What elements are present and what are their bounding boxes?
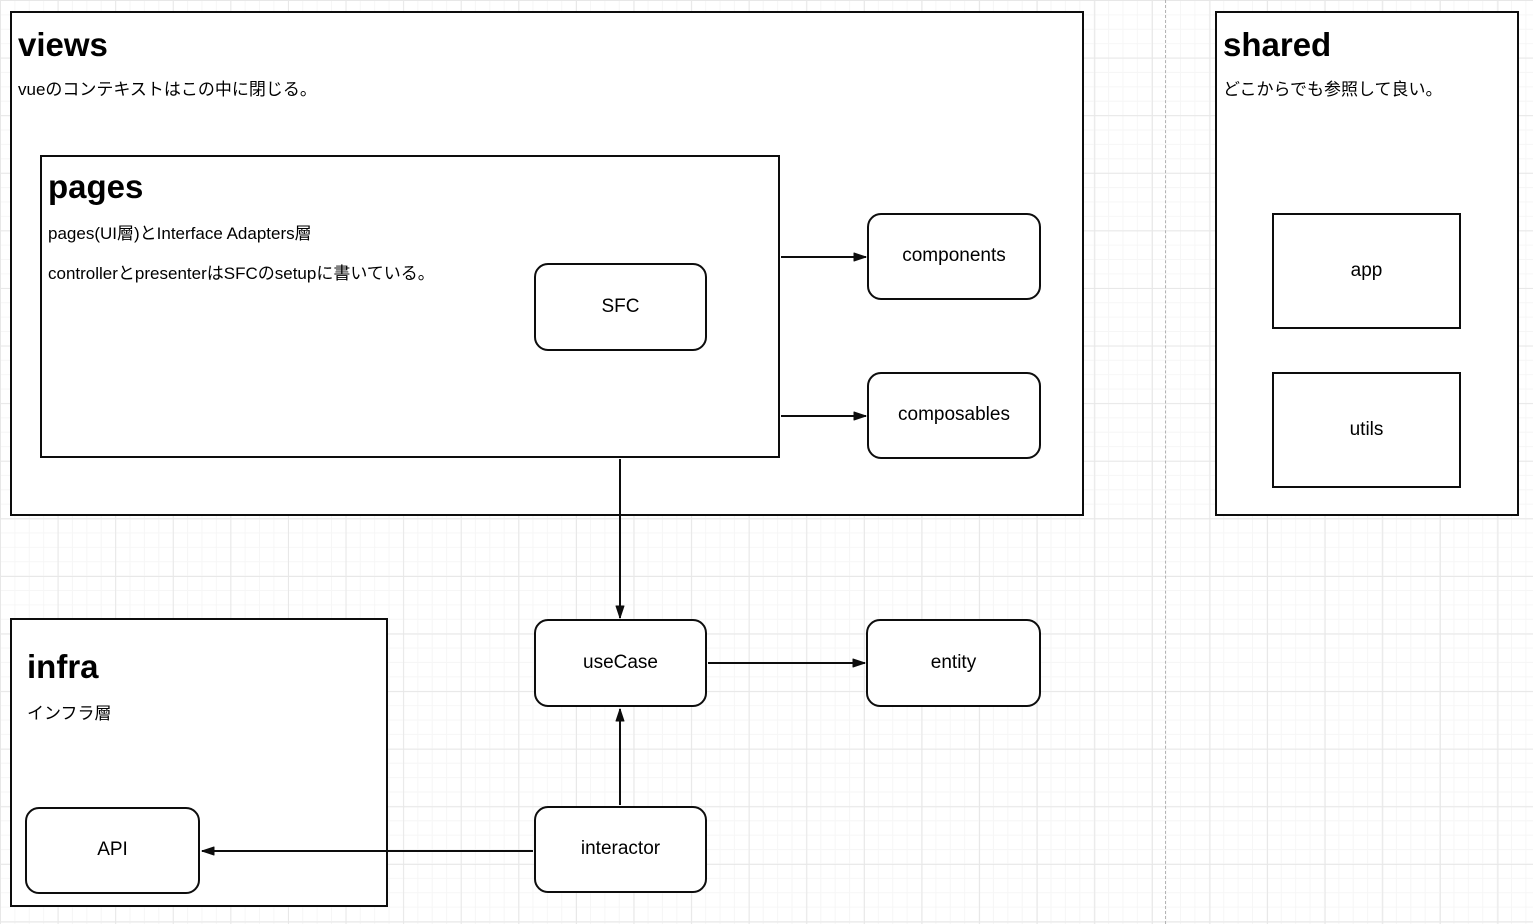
views-description: vueのコンテキストはこの中に閉じる。 [18, 79, 317, 99]
node-interactor[interactable]: interactor [534, 806, 707, 893]
shared-description: どこからでも参照して良い。 [1223, 79, 1443, 99]
node-composables[interactable]: composables [867, 372, 1041, 459]
node-entity-label: entity [930, 651, 977, 673]
pages-description-line1: pages(UI層)とInterface Adapters層 [48, 223, 312, 243]
shared-title: shared [1223, 26, 1332, 63]
infra-title: infra [27, 648, 99, 685]
pages-title: pages [48, 168, 144, 205]
node-composables-label: composables [898, 404, 1010, 426]
views-title: views [18, 26, 108, 63]
node-api[interactable]: API [25, 807, 200, 894]
node-app[interactable]: app [1272, 213, 1461, 329]
page-divider-dashed-line [1165, 0, 1166, 924]
node-usecase[interactable]: useCase [534, 619, 707, 707]
node-interactor-label: interactor [580, 838, 661, 860]
node-usecase-label: useCase [583, 651, 658, 673]
node-api-label: API [97, 839, 128, 861]
node-sfc-label: SFC [601, 295, 640, 317]
node-components[interactable]: components [867, 213, 1041, 300]
infra-description: インフラ層 [27, 703, 112, 723]
node-utils-label: utils [1349, 418, 1384, 440]
node-app-label: app [1350, 259, 1383, 281]
node-sfc[interactable]: SFC [534, 263, 707, 351]
node-entity[interactable]: entity [866, 619, 1041, 707]
node-utils[interactable]: utils [1272, 372, 1461, 488]
node-components-label: components [902, 245, 1006, 267]
pages-description-line2: controllerとpresenterはSFCのsetupに書いている。 [48, 263, 435, 283]
